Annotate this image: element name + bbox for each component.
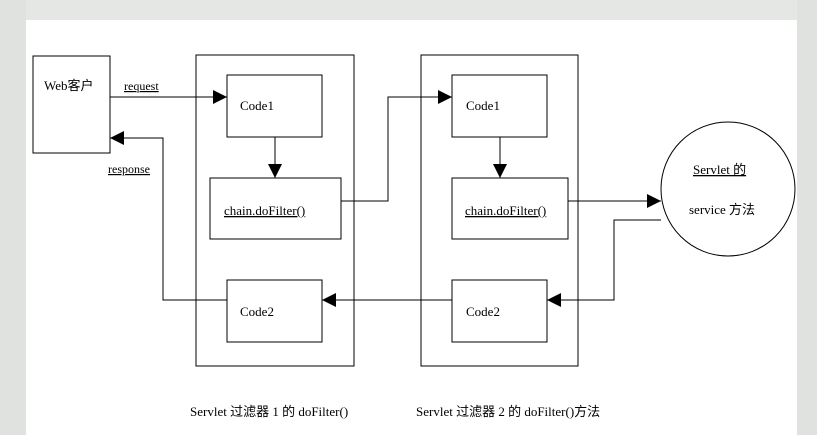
filter1-chain-label: chain.doFilter() xyxy=(224,203,305,218)
filter1-code1-box xyxy=(226,74,323,138)
servlet-to-filter2-code2-arrow xyxy=(547,219,661,307)
slide-frame-left xyxy=(0,0,26,435)
filter2-caption: Servlet 过滤器 2 的 doFilter()方法 xyxy=(416,404,600,419)
slide-frame-right xyxy=(797,0,817,435)
filter2-code2-label: Code2 xyxy=(466,304,500,319)
diagram-paper xyxy=(26,20,797,435)
filter2-container xyxy=(420,54,579,367)
filter2-code2-box xyxy=(451,279,548,343)
web-client-label: Web客户 xyxy=(44,78,94,93)
filter2-code1-box xyxy=(451,74,548,138)
filter2-chain-label: chain.doFilter() xyxy=(465,203,546,218)
request-label: request xyxy=(124,79,159,93)
servlet-service-circle xyxy=(660,121,796,257)
servlet-line1: Servlet 的 xyxy=(693,162,746,177)
response-label: response xyxy=(108,162,150,176)
filter1-code2-label: Code2 xyxy=(240,304,274,319)
filter1-container xyxy=(195,54,355,367)
filter1-caption: Servlet 过滤器 1 的 doFilter() xyxy=(190,404,348,419)
filter1-code1-label: Code1 xyxy=(240,98,274,113)
servlet-line2: service 方法 xyxy=(689,202,755,217)
filter1-to-filter2-arrow xyxy=(341,90,452,202)
slide-frame-top xyxy=(0,0,817,20)
response-arrow xyxy=(110,131,227,301)
filter2-code1-label: Code1 xyxy=(466,98,500,113)
web-client-box xyxy=(32,55,111,154)
filter2-chain-box xyxy=(451,177,569,240)
filter1-code2-box xyxy=(226,279,323,343)
